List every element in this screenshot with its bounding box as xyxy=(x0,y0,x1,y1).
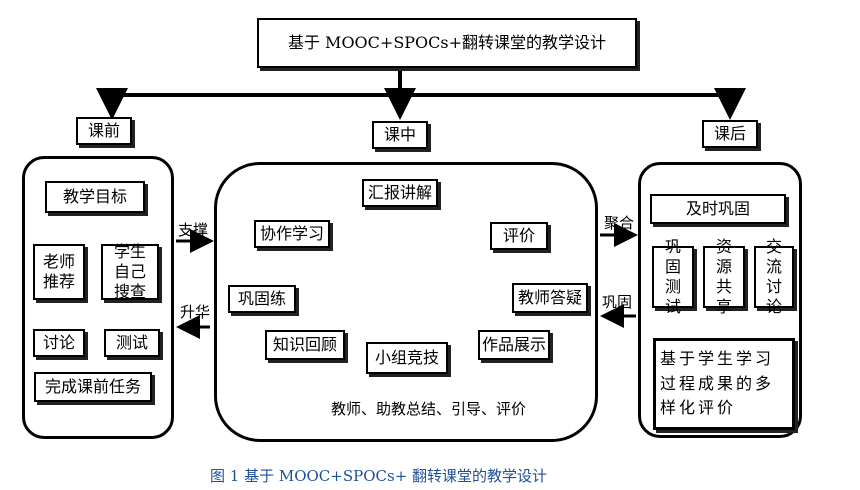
mid-answer-text: 教师答疑 xyxy=(517,288,582,307)
phase-post-label: 课后 xyxy=(702,120,758,148)
figure-caption: 图 1 基于 MOOC+SPOCs+ 翻转课堂的教学设计 xyxy=(210,467,548,485)
mid-compete-text: 小组竞技 xyxy=(374,348,439,367)
mid-collab-box: 协作学习 xyxy=(254,220,330,248)
mid-answer-box: 教师答疑 xyxy=(512,283,588,313)
pre-teacher-text: 老师推荐 xyxy=(42,252,75,291)
title-text: 基于 MOOC+SPOCs+翻转课堂的教学设计 xyxy=(287,33,607,52)
pre-test-box: 测试 xyxy=(104,329,160,357)
mid-report-text: 汇报讲解 xyxy=(367,183,432,202)
pre-task-text: 完成课前任务 xyxy=(44,377,141,396)
phase-pre-text: 课前 xyxy=(87,121,120,140)
mid-review-box: 知识回顾 xyxy=(265,330,345,360)
post-test-box: 巩固测试 xyxy=(652,237,694,316)
mid-collab-text: 协作学习 xyxy=(259,224,324,243)
post-timely-text: 及时巩固 xyxy=(685,199,750,218)
post-discuss-text: 交流讨论 xyxy=(765,237,782,316)
mid-practice-box: 巩固练 xyxy=(228,285,296,313)
post-eval-box: 基于学生学习过程成果的多样化评价 xyxy=(653,338,795,430)
post-discuss-box: 交流讨论 xyxy=(754,237,794,316)
mid-eval-box: 评价 xyxy=(490,222,548,250)
tree-connector xyxy=(96,70,746,120)
mid-compete-box: 小组竞技 xyxy=(366,342,448,374)
post-test-text: 巩固测试 xyxy=(664,237,681,316)
post-timely-box: 及时巩固 xyxy=(650,194,786,224)
title-box: 基于 MOOC+SPOCs+翻转课堂的教学设计 xyxy=(257,18,637,68)
mid-report-box: 汇报讲解 xyxy=(362,179,438,207)
phase-pre-label: 课前 xyxy=(76,117,132,145)
consolidate-label: 巩固 xyxy=(602,293,633,311)
pre-goal-box: 教学目标 xyxy=(45,181,145,213)
pre-test-text: 测试 xyxy=(115,333,148,352)
mid-review-text: 知识回顾 xyxy=(272,335,337,354)
phase-mid-label: 课中 xyxy=(372,121,428,149)
post-share-box: 资源共享 xyxy=(703,237,745,316)
support-label: 支撑 xyxy=(178,221,209,239)
gather-label: 聚合 xyxy=(604,214,635,232)
mid-eval-text: 评价 xyxy=(502,226,535,245)
mid-show-box: 作品展示 xyxy=(478,330,550,360)
post-share-text: 资源共享 xyxy=(715,237,732,316)
phase-mid-text: 课中 xyxy=(383,125,416,144)
pre-discuss-box: 讨论 xyxy=(33,329,85,357)
pre-task-box: 完成课前任务 xyxy=(34,372,152,402)
mid-show-text: 作品展示 xyxy=(481,335,546,354)
mid-practice-text: 巩固练 xyxy=(237,289,286,308)
pre-self-box: 学生自己搜查 xyxy=(101,242,159,301)
pre-goal-text: 教学目标 xyxy=(62,187,127,206)
pre-self-text: 学生自己搜查 xyxy=(113,242,146,301)
phase-post-text: 课后 xyxy=(713,124,746,143)
sublimate-label: 升华 xyxy=(180,303,211,321)
pre-discuss-text: 讨论 xyxy=(42,333,75,352)
post-eval-text: 基于学生学习过程成果的多样化评价 xyxy=(660,348,775,418)
mid-summary-text: 教师、助教总结、引导、评价 xyxy=(331,400,527,418)
pre-teacher-box: 老师推荐 xyxy=(33,244,85,300)
